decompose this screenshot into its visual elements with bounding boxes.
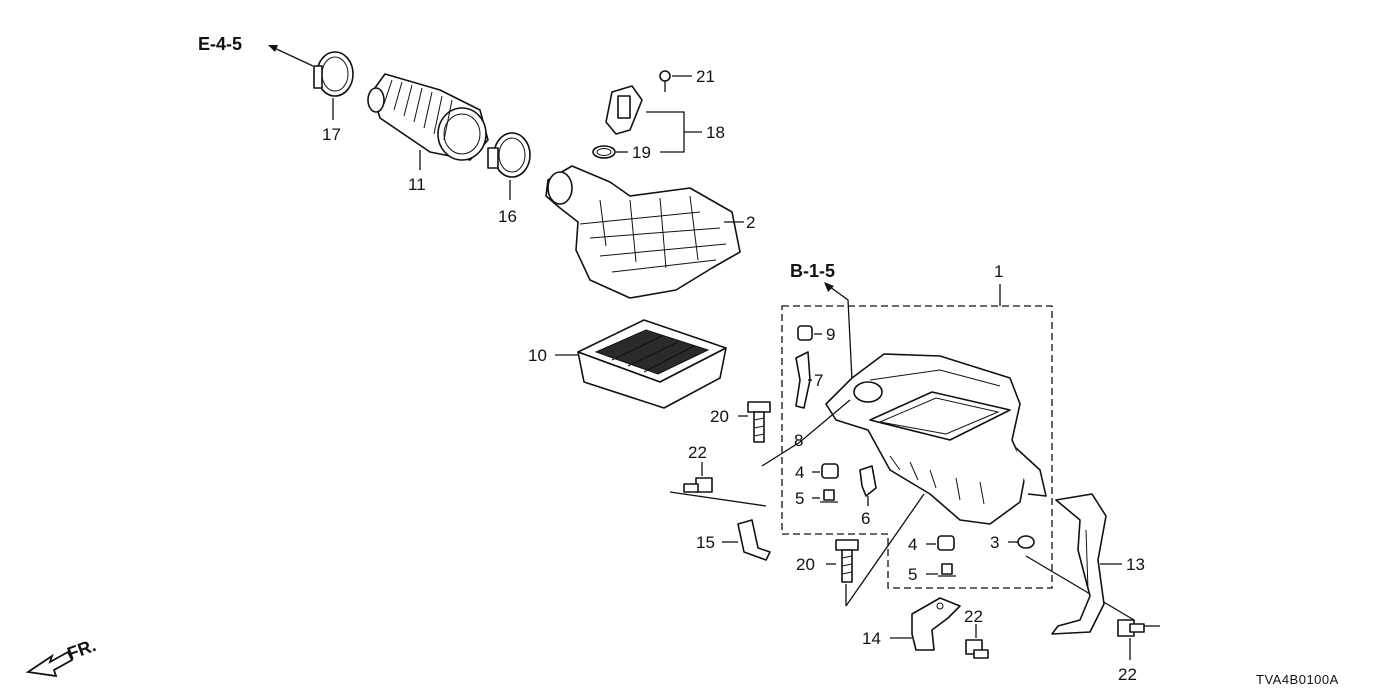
o-ring-19-drawing [592, 145, 616, 159]
callout-9[interactable]: 9 [826, 325, 835, 344]
callout-22-upper[interactable]: 22 [688, 443, 707, 462]
sensor-18-drawing [605, 70, 671, 135]
bolt-20-upper-drawing [747, 401, 771, 443]
leader-18 [646, 111, 702, 153]
callout-13[interactable]: 13 [1126, 555, 1145, 574]
reference-arrowhead [268, 45, 278, 52]
callout-16[interactable]: 16 [498, 207, 517, 226]
callout-20-lower[interactable]: 20 [796, 555, 815, 574]
bolt-22-upper-drawing [683, 477, 713, 493]
callout-8[interactable]: 8 [794, 431, 803, 450]
bolt-22-right-drawing [1117, 619, 1145, 637]
leader-22a-line [669, 491, 767, 507]
clamp-16-drawing [487, 132, 531, 178]
callout-22-right[interactable]: 22 [1118, 665, 1137, 684]
callout-21[interactable]: 21 [696, 67, 715, 86]
bolt-20-lower-drawing [835, 539, 859, 583]
diagram-code: TVA4B0100A [1256, 672, 1339, 687]
intake-duct-11-drawing [367, 73, 489, 161]
callout-17[interactable]: 17 [322, 125, 341, 144]
callout-3[interactable]: 3 [990, 533, 999, 552]
filter-element-10-drawing [577, 319, 727, 409]
callout-5-lower[interactable]: 5 [908, 565, 917, 584]
bracket-15-drawing [737, 519, 771, 561]
leader-8 [761, 399, 851, 467]
collar-5-lower-drawing [938, 563, 956, 577]
reference-e-4-5[interactable]: E-4-5 [198, 34, 242, 54]
front-indicator-label: FR. [65, 635, 99, 664]
callout-22-mid[interactable]: 22 [964, 607, 983, 626]
collar-5-upper-drawing [820, 489, 838, 503]
grommet-4-upper-drawing [821, 463, 839, 479]
callout-5-upper[interactable]: 5 [795, 489, 804, 508]
reference-b-arrowhead [824, 282, 834, 292]
callout-6[interactable]: 6 [861, 509, 870, 528]
callout-14[interactable]: 14 [862, 629, 881, 648]
bracket-14-drawing [911, 597, 961, 651]
callout-7[interactable]: 7 [814, 371, 823, 390]
callout-4-upper[interactable]: 4 [795, 463, 804, 482]
reference-b-arrow [825, 283, 853, 381]
reference-b-1-5[interactable]: B-1-5 [790, 261, 835, 281]
leader-20b-extra [845, 493, 925, 607]
callout-4-lower[interactable]: 4 [908, 535, 917, 554]
leader-3-extra [1025, 555, 1135, 621]
grommet-3-drawing [1017, 535, 1035, 549]
clamp-17-drawing [313, 51, 354, 97]
front-arrow-icon [25, 650, 74, 678]
callout-19[interactable]: 19 [632, 143, 651, 162]
part-6-drawing [859, 465, 877, 497]
bracket-13-drawing [1051, 493, 1107, 635]
callout-2[interactable]: 2 [746, 213, 755, 232]
callout-20-upper[interactable]: 20 [710, 407, 729, 426]
assembly-1-boundary [781, 305, 1053, 589]
air-cleaner-housing-1-drawing [825, 353, 1047, 525]
air-cleaner-cover-2-drawing [545, 165, 741, 299]
reference-arrow-line [269, 45, 314, 67]
part-9-drawing [797, 325, 813, 341]
bolt-22-mid-drawing [965, 639, 989, 659]
callout-1[interactable]: 1 [994, 262, 1003, 281]
callout-10[interactable]: 10 [528, 346, 547, 365]
callout-18[interactable]: 18 [706, 123, 725, 142]
grommet-4-lower-drawing [937, 535, 955, 551]
part-7-drawing [795, 351, 811, 409]
callout-15[interactable]: 15 [696, 533, 715, 552]
callout-11[interactable]: 11 [408, 175, 426, 194]
